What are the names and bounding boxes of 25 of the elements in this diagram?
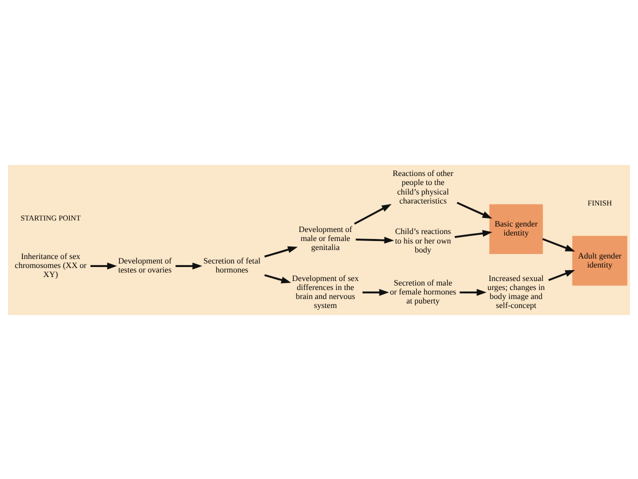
arrow <box>454 229 492 238</box>
node-text: Inheritance of sex chromosomes (XX or XY) <box>14 252 87 279</box>
label: FINISH <box>588 198 612 207</box>
arrow <box>548 269 576 281</box>
node-text: Reactions of other people to the child’s physical characteristics <box>392 168 454 205</box>
arrow <box>460 288 487 296</box>
node-text: Child’s reactions to his or her own body <box>394 226 452 254</box>
label: STARTING POINT <box>20 212 81 222</box>
node-text: Increased sexual urges; changes in body image and self-concept <box>487 273 545 310</box>
arrow <box>354 203 392 224</box>
node-text: Secretion of male or female hormones at puberty <box>390 278 456 306</box>
arrow <box>264 246 298 257</box>
node-text: Development of sex differences in the brain and nervous system <box>292 273 359 310</box>
node-text: Secretion of fetal hormones <box>203 256 260 274</box>
arrow <box>356 236 394 244</box>
arrow <box>90 262 117 269</box>
arrow <box>264 274 292 283</box>
arrow <box>542 238 576 252</box>
arrow <box>362 288 390 296</box>
node-box: Adult gender identity <box>572 235 628 286</box>
node-text: Development of male or female genitalia <box>298 224 352 252</box>
node-text: Development of testes or ovaries <box>118 256 172 274</box>
arrow <box>176 262 202 269</box>
arrow <box>456 201 492 218</box>
node-box: Basic gender identity <box>489 204 543 254</box>
